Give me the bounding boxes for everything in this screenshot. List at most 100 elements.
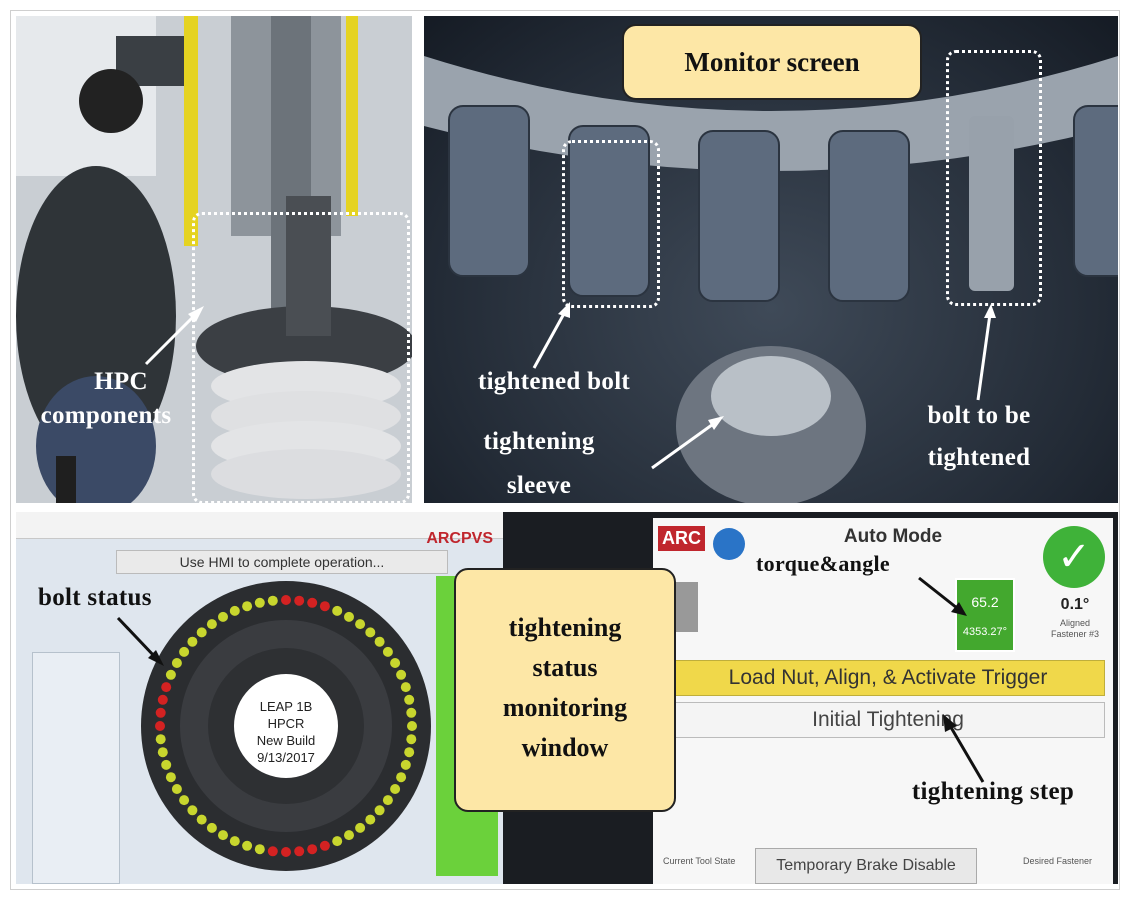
bolt-dot [157,694,168,705]
bolt-dot [390,658,401,668]
bolt-dot [374,636,385,647]
tool-state-label: Current Tool State [663,856,736,866]
tightening-step-label: tightening step [911,778,1075,805]
monitor-screen-panel: Monitor screen tightened bolt tightening… [424,16,1118,503]
bolt-dot [206,822,217,833]
hmi-arc-logo: ARC [658,526,705,551]
fastener-list [32,652,120,884]
photo-operator-panel: HPC components [16,16,412,503]
window-line1: tightening [508,613,622,642]
bolt-status-label: bolt status [38,584,152,611]
bolt-dot [307,597,318,608]
bolt-dot [407,721,417,731]
hmi-mode: Auto Mode [843,526,943,547]
tightening-sleeve-line1: tightening [483,428,595,455]
hpc-label-line1: HPC [94,368,148,395]
aligned-value: 0.1° [1060,596,1090,613]
torque-angle-readout: 65.2 4353.27° [955,578,1015,652]
ge-logo-icon [713,528,745,560]
tightened-bolt-box [562,140,660,308]
bolt-dot [400,682,411,693]
bolt-dot [155,734,166,745]
bolt-dot [332,836,343,847]
bolt-dot [404,694,415,705]
bolt-dot [404,747,415,758]
bolt-dot [171,784,182,794]
bolt-dot [179,795,190,806]
bolt-dot [155,721,165,731]
bolt-dot [365,627,376,638]
bolt-dot [406,734,417,745]
hub-line1: LEAP 1B [259,699,313,714]
brake-disable-button[interactable]: Temporary Brake Disable [755,848,977,884]
bolt-dot [196,627,207,638]
step-next-button[interactable]: Initial Tightening [671,702,1105,738]
bolt-dot [161,682,172,693]
bolt-dot [218,611,228,622]
bolt-dot [171,658,182,668]
bolt-dot [165,669,176,680]
bolt-dot [382,646,393,657]
hub-label: LEAP 1B HPCR New Build 9/13/2017 [236,698,336,766]
bolt-dot [242,601,253,612]
bolt-dot [281,595,291,605]
window-line3: monitoring [502,693,628,722]
hub-line4: 9/13/2017 [257,750,315,765]
bolt-dot [396,669,407,680]
window-line4: window [521,733,609,762]
bolt-dot [155,707,166,718]
torque-angle-label: torque&angle [756,551,890,576]
pvs-toolbar [16,512,503,539]
bolt-dot [406,707,417,718]
bolt-dot [206,619,217,630]
bolt-dot [281,847,291,857]
hmi-screen [653,518,1113,884]
step-current-button[interactable]: Load Nut, Align, & Activate Trigger [671,660,1105,696]
bolt-dot [382,795,393,806]
bolt-dot [307,844,318,855]
bolt-to-be-line2: tightened [927,444,1031,471]
arcpvs-logo: ARCPVS [426,530,493,547]
window-line2: status [532,653,598,682]
bolt-dot [294,846,305,857]
bolt-dot [179,646,190,657]
bolt-dot [396,772,407,783]
operator-photo [16,16,412,503]
bolt-ring [141,581,431,871]
bolt-dot [267,846,278,857]
hub-line3: New Build [256,733,316,748]
hpc-highlight-box [192,212,410,503]
monitoring-window-callout: tightening status monitoring window [454,568,676,812]
bolt-dot [267,595,278,606]
bolt-dot [344,611,354,622]
bolt-dot [161,759,172,770]
bolt-dot [390,784,401,794]
bolt-dot [165,772,176,783]
aligned-label2: Fastener #3 [1050,629,1100,639]
bolt-dot [294,595,305,606]
bolt-dot [187,805,198,816]
torque-value: 65.2 [971,594,999,610]
bolt-dot [229,605,240,616]
monitor-screen-callout: Monitor screen [622,24,922,100]
bolt-dot [218,830,228,841]
success-check-icon: ✓ [1043,526,1105,588]
aligned-label: Aligned Fastener #3 [1033,618,1117,640]
desired-fastener-label: Desired Fastener [1023,856,1093,866]
angle-value: 4353.27° [962,626,1008,638]
aligned-label1: Aligned [1059,618,1091,628]
hpc-label-line2: components [40,402,172,429]
hub-line2: HPCR [267,716,305,731]
tightened-bolt-label: tightened bolt [477,368,631,395]
bolt-dot [365,814,376,825]
bolt-dot [229,836,240,847]
bolt-dot [319,601,330,612]
bolt-dot [319,840,330,851]
bolt-dot [254,844,265,855]
bolt-dot [374,805,385,816]
bolt-dot [187,636,198,647]
hmi-instruction: Use HMI to complete operation... [116,550,448,574]
bolt-to-be-tightened-box [946,50,1042,306]
hub-center [234,674,338,778]
bolt-dot [400,759,411,770]
